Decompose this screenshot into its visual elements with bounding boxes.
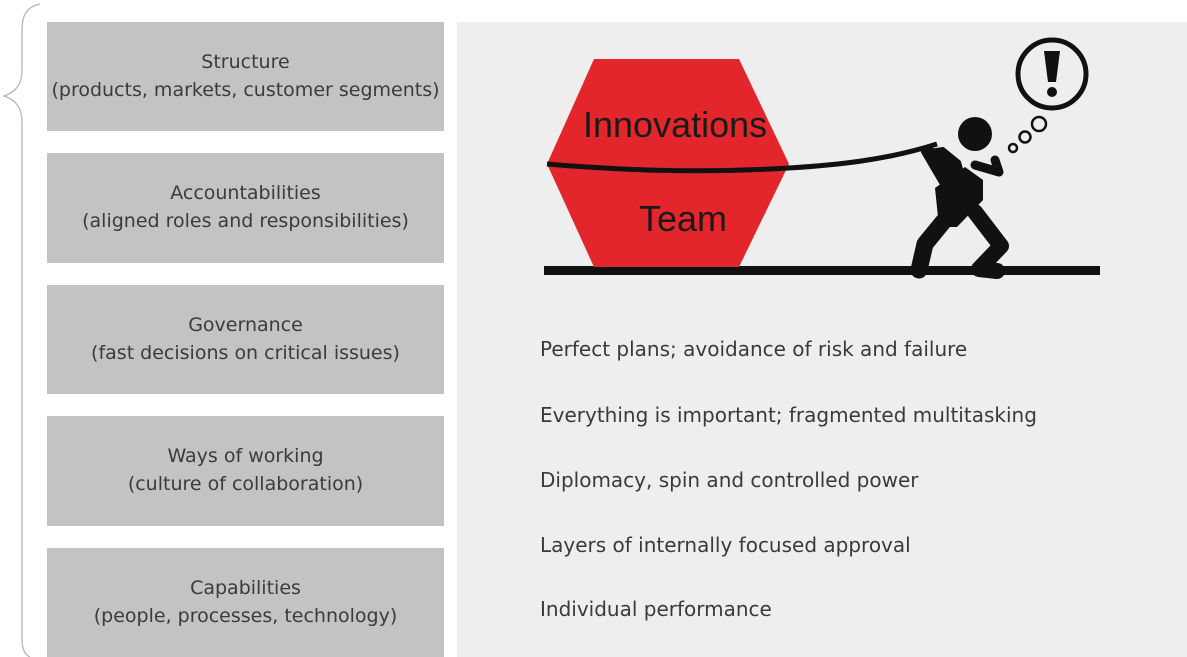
statement-item: Diplomacy, spin and controlled power — [540, 468, 919, 492]
ground-line — [544, 266, 1100, 275]
hexagon-top-label: Innovations — [583, 104, 768, 145]
person-icon — [910, 117, 1009, 279]
pillar-title: Ways of working — [167, 445, 324, 468]
statement-item: Perfect plans; avoidance of risk and fai… — [540, 337, 968, 361]
pillar-accountabilities: Accountabilities (aligned roles and resp… — [47, 153, 444, 263]
pillar-title: Governance — [188, 313, 303, 336]
pillar-ways-of-working: Ways of working (culture of collaboratio… — [47, 416, 444, 526]
pulling-figure-illustration — [544, 37, 1100, 279]
pillar-governance: Governance (fast decisions on critical i… — [47, 285, 444, 394]
pillar-capabilities: Capabilities (people, processes, technol… — [47, 548, 444, 657]
barriers-panel: Innovations Team Perfect plans; avoidanc… — [457, 22, 1187, 657]
exclamation-icon — [1015, 37, 1089, 111]
thought-bubbles — [1007, 115, 1048, 154]
statement-item: Layers of internally focused approval — [540, 533, 911, 557]
rope — [546, 141, 938, 174]
pillar-subtitle: (people, processes, technology) — [93, 604, 398, 627]
innovations-hexagon — [547, 59, 789, 267]
pillar-subtitle: (products, markets, customer segments) — [51, 78, 440, 101]
pillar-structure: Structure (products, markets, customer s… — [47, 22, 444, 131]
hexagon-bottom-label: Team — [639, 198, 728, 239]
curly-brace — [1, 3, 41, 657]
pillar-title: Structure — [201, 50, 290, 73]
pillar-title: Accountabilities — [170, 182, 321, 205]
pillar-title: Capabilities — [190, 576, 301, 599]
pillar-subtitle: (fast decisions on critical issues) — [91, 341, 400, 364]
statement-item: Individual performance — [540, 597, 772, 621]
pillar-subtitle: (culture of collaboration) — [127, 473, 364, 495]
statement-item: Everything is important; fragmented mult… — [540, 403, 1037, 427]
pillar-subtitle: (aligned roles and responsibilities) — [82, 210, 409, 232]
